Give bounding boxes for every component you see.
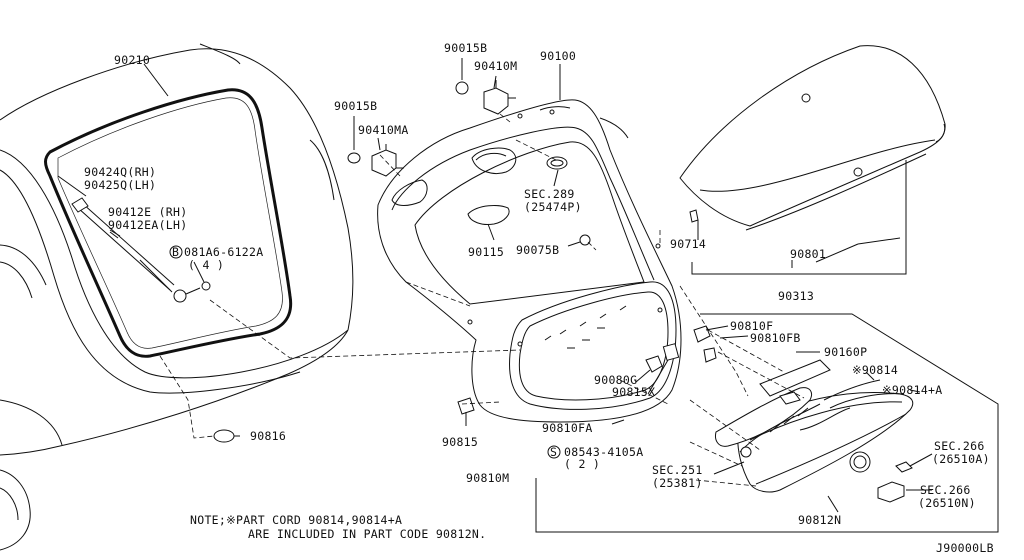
label-08543: 08543-4105A xyxy=(564,445,643,459)
label-90424q: 90424Q(RH) xyxy=(84,165,156,179)
label-90412e: 90412E (RH) xyxy=(108,205,187,219)
label-081a6-qty: ( 4 ) xyxy=(188,258,224,272)
label-90410m: 90410M xyxy=(474,59,517,73)
label-sec251: SEC.251 xyxy=(652,463,703,477)
label-90210: 90210 xyxy=(114,53,150,67)
fastener-symbols: B S xyxy=(169,245,561,459)
label-90015b-left: 90015B xyxy=(334,99,377,113)
label-90714: 90714 xyxy=(670,237,706,251)
grommet-90816 xyxy=(213,429,235,443)
label-90100: 90100 xyxy=(540,49,576,63)
label-sec289: SEC.289 xyxy=(524,187,575,201)
svg-text:B: B xyxy=(172,245,179,259)
gas-stay xyxy=(71,197,211,303)
label-90810f: 90810F xyxy=(730,319,773,333)
dashed-leaders xyxy=(159,113,805,487)
label-90810fb: 90810FB xyxy=(750,331,801,345)
note-block: NOTE;※PART CORD 90814,90814+A ARE INCLUD… xyxy=(190,513,486,541)
label-sec266a: SEC.266 xyxy=(934,439,985,453)
label-081a6: 081A6-6122A xyxy=(184,245,263,259)
door-small-parts xyxy=(347,80,717,415)
label-90815: 90815 xyxy=(442,435,478,449)
label-26510a: (26510A) xyxy=(932,452,990,466)
label-25381: (25381) xyxy=(652,476,703,490)
back-door-panel xyxy=(377,99,682,423)
label-90115: 90115 xyxy=(468,245,504,259)
weatherstrip-90210 xyxy=(44,88,293,358)
label-90410ma: 90410MA xyxy=(358,123,409,137)
assembly-frame xyxy=(535,160,999,533)
leader-lines xyxy=(57,58,933,513)
label-90425q: 90425Q(LH) xyxy=(84,178,156,192)
label-90810fa: 90810FA xyxy=(542,421,593,435)
part-labels: 90210 90424Q(RH) 90425Q(LH) 90412E (RH) … xyxy=(84,41,990,527)
back-door-glass xyxy=(679,45,946,231)
label-90412ea: 90412EA(LH) xyxy=(108,218,187,232)
label-90313: 90313 xyxy=(778,289,814,303)
label-sec266n: SEC.266 xyxy=(920,483,971,497)
svg-text:S: S xyxy=(550,445,557,459)
label-90080g: 90080G xyxy=(594,373,637,387)
lamp-assembly xyxy=(715,359,914,503)
diagram-code: J90000LB xyxy=(936,541,994,555)
label-90814a: ※90814+A xyxy=(882,383,943,397)
label-90816: 90816 xyxy=(250,429,286,443)
note-line-2: ARE INCLUDED IN PART CODE 90812N. xyxy=(248,527,486,541)
label-90801: 90801 xyxy=(790,247,826,261)
label-90160p: 90160P xyxy=(824,345,867,359)
label-08543-qty: ( 2 ) xyxy=(564,457,600,471)
label-90075b: 90075B xyxy=(516,243,559,257)
label-25474p: (25474P) xyxy=(524,200,582,214)
label-26510n: (26510N) xyxy=(918,496,976,510)
label-90815x: 90815X xyxy=(612,385,655,399)
label-90810m: 90810M xyxy=(466,471,509,485)
label-90812n: 90812N xyxy=(798,513,841,527)
label-90015b-right: 90015B xyxy=(444,41,487,55)
label-90814: ※90814 xyxy=(852,363,898,377)
note-line-1: NOTE;※PART CORD 90814,90814+A xyxy=(190,513,402,527)
